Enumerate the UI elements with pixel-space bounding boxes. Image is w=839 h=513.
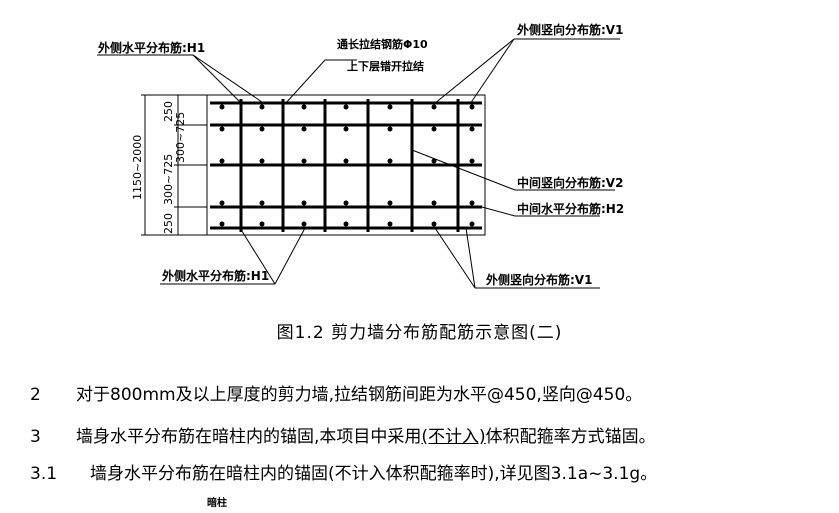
dimension-lines [141, 94, 207, 236]
note-3-text-post: 体积配箍率方式锚固。 [485, 427, 656, 447]
note-2-text: 对于800mm及以上厚度的剪力墙,拉结钢筋间距为水平@450,竖向@450。 [76, 385, 643, 405]
note-3-underlined: (不计入) [421, 427, 486, 447]
rebar-diagram: 外侧水平分布筋:H1 通长拉结钢筋Φ10 上下层错开拉结 外侧竖向分布筋:V1 … [97, 22, 624, 289]
label-mid-h: 中间水平分布筋:H2 [517, 201, 624, 216]
vertical-bars [239, 99, 460, 232]
dim-spacing-top: 300~725 [174, 112, 187, 163]
note-3: 3 墙身水平分布筋在暗柱内的锚固,本项目中采用(不计入)体积配箍率方式锚固。 [30, 422, 656, 447]
figure-caption: 图1.2 剪力墙分布筋配筋示意图(二) [276, 323, 563, 343]
dim-total: 1150~2000 [131, 135, 144, 200]
label-outer-v-bottom: 外侧竖向分布筋:V1 [486, 272, 592, 287]
label-outer-h-top: 外侧水平分布筋:H1 [98, 40, 205, 55]
dim-bottom-edge: 250 [162, 213, 175, 234]
label-tie-line2: 上下层错开拉结 [347, 59, 424, 73]
horizontal-bars [210, 101, 482, 230]
leader-lines [97, 38, 620, 289]
note-2-number: 2 [30, 385, 41, 405]
label-outer-h-bottom: 外侧水平分布筋:H1 [162, 268, 269, 283]
note-2: 2 对于800mm及以上厚度的剪力墙,拉结钢筋间距为水平@450,竖向@450。 [30, 380, 642, 405]
note-3-text-pre: 墙身水平分布筋在暗柱内的锚固,本项目中采用 [76, 427, 422, 447]
label-mid-v: 中间竖向分布筋:V2 [517, 175, 623, 190]
bar-dots [219, 104, 475, 227]
note-3-1-number: 3.1 [30, 464, 58, 484]
label-outer-v-top: 外侧竖向分布筋:V1 [517, 22, 623, 37]
label-tie-line1: 通长拉结钢筋Φ10 [337, 37, 428, 51]
dim-spacing-bottom: 300~725 [162, 154, 175, 205]
note-3-number: 3 [30, 427, 41, 447]
note-3-1-text: 墙身水平分布筋在暗柱内的锚固(不计入体积配箍率时),详见图3.1a~3.1g。 [90, 464, 658, 484]
note-3-1: 3.1 墙身水平分布筋在暗柱内的锚固(不计入体积配箍率时),详见图3.1a~3.1… [30, 459, 657, 484]
sub-label: 暗柱 [207, 498, 227, 509]
dim-top-edge: 250 [162, 101, 175, 122]
